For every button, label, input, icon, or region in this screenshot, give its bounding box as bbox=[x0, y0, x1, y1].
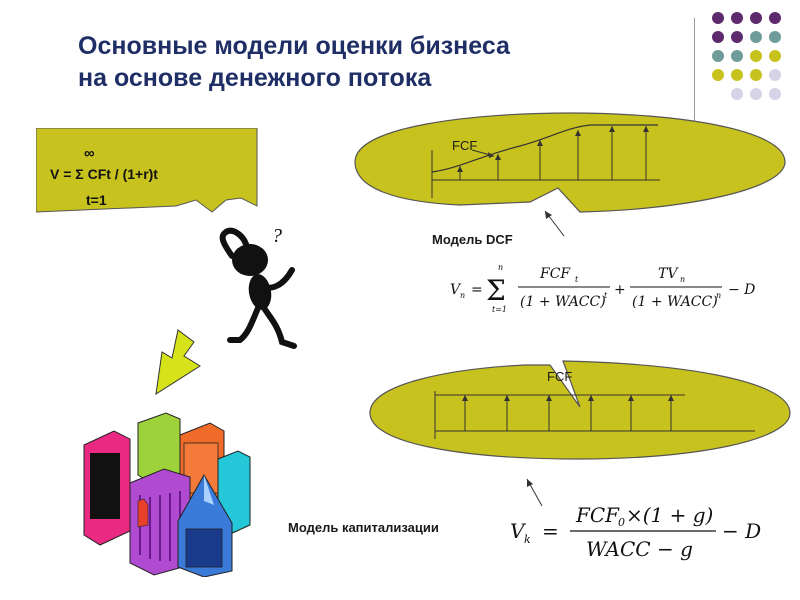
dcf-equals: = bbox=[471, 282, 483, 298]
dcf-callout-arrow bbox=[544, 210, 565, 237]
decor-dot bbox=[769, 31, 781, 43]
decor-dot bbox=[750, 88, 762, 100]
dcf-fcf-curve bbox=[431, 124, 658, 173]
cap-ellipse bbox=[369, 360, 791, 460]
dcf-den1-sup: t bbox=[604, 291, 608, 300]
cap-num-tail: ×(1 + g) bbox=[626, 503, 713, 527]
dcf-arrow-head bbox=[609, 126, 615, 132]
dcf-sum-top: n bbox=[498, 263, 503, 272]
dcf-fcf-label: FCF bbox=[452, 138, 478, 153]
cap-numerator: FCF bbox=[575, 503, 620, 527]
title-line-1: Основные модели оценки бизнеса bbox=[78, 32, 510, 60]
dcf-arrow-head bbox=[495, 154, 501, 160]
figure-right-leg bbox=[261, 305, 297, 349]
value-formula-text: V = Σ CFt / (1+r)t bbox=[50, 166, 158, 182]
cap-formula: V k = FCF 0 ×(1 + g) WACC − g − D bbox=[510, 503, 761, 561]
cap-arrow-head bbox=[588, 395, 594, 401]
dcf-den2-sup: n bbox=[716, 291, 721, 300]
decor-dot bbox=[750, 31, 762, 43]
cap-arrow-head bbox=[668, 395, 674, 401]
decor-dot bbox=[731, 88, 743, 100]
down-arrow-shape bbox=[155, 329, 201, 396]
dcf-num2-sub: n bbox=[680, 275, 685, 284]
dcf-fcf-pointer bbox=[471, 149, 495, 158]
cap-arrow-head bbox=[504, 395, 510, 401]
dcf-arrow-head bbox=[575, 130, 581, 136]
figure-arm-raised bbox=[219, 227, 249, 259]
dcf-den1: (1 + WACC) bbox=[520, 294, 606, 310]
value-formula-limit: t=1 bbox=[86, 192, 107, 208]
cap-equals: = bbox=[542, 519, 559, 543]
decor-dot bbox=[750, 12, 762, 24]
dcf-num1: FCF bbox=[539, 266, 571, 282]
cap-cashflow-arrows bbox=[462, 395, 674, 431]
cap-callout-arrow bbox=[526, 478, 543, 507]
cap-denominator: WACC − g bbox=[586, 537, 693, 561]
cap-arrow-head bbox=[628, 395, 634, 401]
decor-dot bbox=[769, 69, 781, 81]
decor-dot bbox=[769, 12, 781, 24]
decor-dot bbox=[712, 69, 724, 81]
dcf-den2: (1 + WACC) bbox=[632, 294, 718, 310]
dcf-num2: TV bbox=[658, 266, 679, 282]
decor-dot bbox=[731, 31, 743, 43]
decor-dot bbox=[769, 50, 781, 62]
dcf-cashflow-arrows bbox=[457, 126, 649, 180]
dcf-num1-sub: t bbox=[575, 275, 579, 284]
dcf-ellipse bbox=[354, 112, 786, 213]
decor-dot bbox=[731, 69, 743, 81]
decor-divider-line bbox=[694, 18, 695, 130]
dcf-lhs: V bbox=[450, 282, 462, 298]
figure-head bbox=[232, 244, 268, 276]
dcf-arrow-head bbox=[457, 166, 463, 172]
decor-dot bbox=[750, 69, 762, 81]
down-arrow-graphic bbox=[155, 329, 201, 396]
buildings-illustration bbox=[83, 412, 251, 577]
decor-dot bbox=[712, 12, 724, 24]
figure-arm-pointing bbox=[251, 267, 295, 291]
decor-dot bbox=[712, 50, 724, 62]
figure-body bbox=[248, 274, 272, 310]
decor-dot bbox=[712, 31, 724, 43]
dcf-arrow-head bbox=[537, 140, 543, 146]
dcf-sigma: Σ bbox=[486, 274, 506, 307]
dcf-diagram bbox=[354, 112, 786, 213]
figure-left-leg bbox=[227, 305, 261, 343]
decor-dot bbox=[750, 50, 762, 62]
dcf-tail: − D bbox=[728, 282, 755, 298]
dcf-plus: + bbox=[614, 282, 626, 298]
cap-fcf-label: FCF bbox=[547, 369, 573, 384]
question-mark: ? bbox=[272, 225, 282, 247]
dcf-sum-bottom: t=1 bbox=[492, 305, 507, 314]
formula-box bbox=[36, 128, 258, 213]
decor-dot bbox=[769, 88, 781, 100]
decor-dot bbox=[731, 50, 743, 62]
infinity-symbol: ∞ bbox=[84, 145, 95, 162]
cap-lhs-sub: k bbox=[524, 533, 531, 546]
cap-diagram bbox=[369, 360, 791, 460]
dcf-model-label: Модель DCF bbox=[432, 232, 513, 247]
dcf-formula: V n = n Σ t=1 FCF t (1 + WACC) t + TV n … bbox=[450, 263, 755, 314]
thinking-figure-illustration: ? bbox=[219, 225, 297, 349]
cap-arrow-head bbox=[462, 395, 468, 401]
cap-model-label: Модель капитализации bbox=[288, 520, 439, 535]
title-line-2: на основе денежного потока bbox=[78, 64, 432, 92]
decor-dot bbox=[731, 12, 743, 24]
dcf-arrow-head bbox=[643, 126, 649, 132]
cap-num-sub: 0 bbox=[618, 516, 625, 529]
formula-box-shape bbox=[36, 128, 258, 213]
cap-arrow-head bbox=[546, 395, 552, 401]
slide-title: Основные модели оценки бизнеса на основе… bbox=[78, 30, 510, 94]
cap-tail: − D bbox=[722, 519, 761, 543]
dcf-lhs-sub: n bbox=[460, 291, 465, 300]
cap-lhs: V bbox=[510, 519, 527, 543]
